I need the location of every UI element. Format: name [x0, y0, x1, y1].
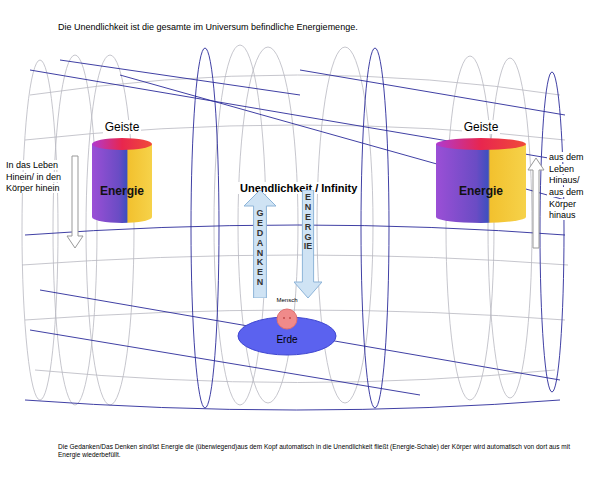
node-text: Energie	[436, 184, 526, 198]
up-arrow	[528, 158, 544, 248]
vertical-text: ENERGIE	[304, 193, 313, 252]
node-text-wrap: Erde	[237, 334, 337, 345]
cylinder-top	[92, 138, 152, 150]
down-arrow	[67, 156, 83, 248]
thought-arrow: GEDANKEN	[244, 190, 276, 298]
node-heading: Geiste	[72, 120, 172, 134]
side-note-text: aus dem Leben Hinaus/ aus dem Körper hin…	[547, 152, 586, 220]
arrow-text-wrap: ENERGIE	[294, 193, 322, 252]
infinity-label-text: Unendlichkeit / Infinity	[238, 182, 359, 194]
arrow-text-wrap: GEDANKEN	[244, 209, 276, 288]
navy-rings	[25, 48, 565, 410]
grey-rings	[22, 45, 568, 405]
side-note: In das Leben Hinein/ in den Körper hinei…	[4, 160, 62, 195]
vertical-text: GEDANKEN	[256, 209, 265, 288]
side-note-text: In das Leben Hinein/ in den Körper hinei…	[4, 160, 63, 193]
energy-cylinder: GeisteEnergie	[436, 118, 526, 224]
eye	[283, 317, 285, 319]
node-text: Energie	[92, 184, 152, 198]
arrow-shape	[294, 190, 322, 298]
heading-patch: Geiste	[462, 120, 501, 134]
energy-arrow: ENERGIE	[294, 190, 322, 298]
cylinder-body	[436, 144, 526, 223]
caption: Die Gedanken/Das Denken sind/ist Energie…	[58, 443, 578, 460]
cylinder-body	[92, 144, 152, 223]
energy-cylinder: GeisteEnergie	[92, 118, 152, 224]
side-note: aus dem Leben Hinaus/ aus dem Körper hin…	[547, 152, 587, 222]
node-text: Erde	[237, 334, 337, 345]
heading-patch: Geiste	[103, 120, 142, 134]
eye	[289, 317, 291, 319]
title: Die Unendlichkeit ist die gesamte im Uni…	[58, 22, 558, 32]
cylinder-top	[436, 138, 526, 150]
human-circle-outline	[268, 299, 306, 330]
earth-shape	[238, 317, 336, 355]
head-circle	[277, 309, 297, 329]
node-heading: Mensch	[258, 297, 316, 303]
arrow-shape	[244, 190, 276, 298]
human-circle: Mensch	[268, 299, 306, 330]
node-heading: Geiste	[416, 120, 546, 134]
